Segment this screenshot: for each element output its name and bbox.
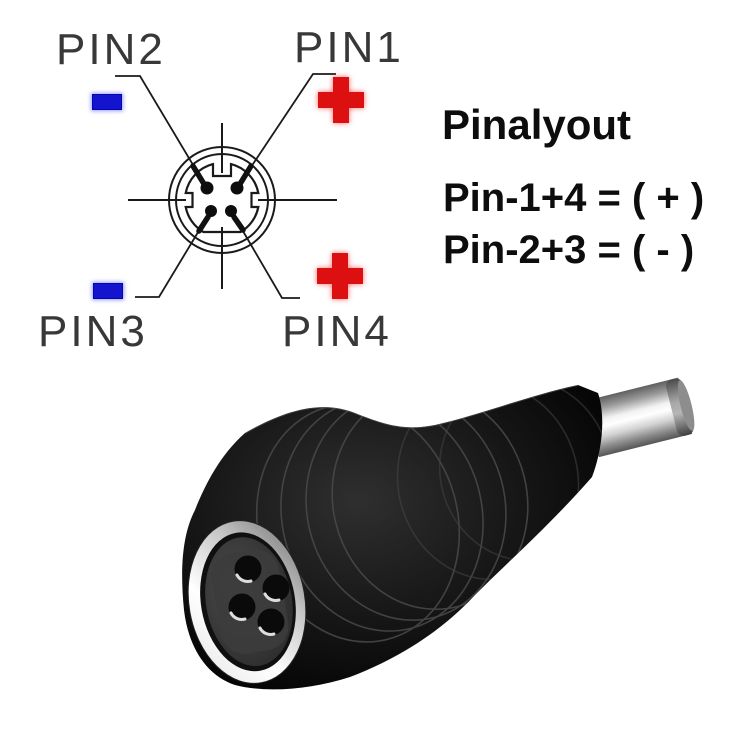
pin2-leader xyxy=(115,75,206,186)
minus-icon-pin3 xyxy=(93,283,123,299)
pin2-label: PIN2 xyxy=(56,25,166,74)
socket-pin-holes xyxy=(228,555,290,636)
minus-icon-pin2 xyxy=(92,94,122,110)
pin1-contact xyxy=(230,181,244,195)
legend-title: Pinalyout xyxy=(442,101,632,148)
pin3-contact xyxy=(205,205,217,217)
pin4-leader xyxy=(232,213,300,299)
connector-pins xyxy=(200,181,244,217)
dc-barrel-plug xyxy=(584,377,695,458)
leader-lines xyxy=(115,73,336,299)
plus-icon-pin4 xyxy=(317,253,363,299)
pin4-label: PIN4 xyxy=(282,307,392,356)
pin2-contact xyxy=(200,181,214,195)
pin1-label: PIN1 xyxy=(294,23,404,72)
pin3-leader xyxy=(135,213,210,298)
pin1-leader xyxy=(238,73,336,186)
leader-wedges xyxy=(190,163,254,234)
legend-line-positive: Pin-1+4 = ( + ) xyxy=(443,176,705,220)
plus-icon-pin1 xyxy=(318,77,364,123)
crosshair-lines xyxy=(128,123,337,289)
pin4-contact xyxy=(225,205,237,217)
adapter-photo xyxy=(182,377,695,690)
legend-line-negative: Pin-2+3 = ( - ) xyxy=(443,228,695,272)
pin3-label: PIN3 xyxy=(38,307,148,356)
connector-drawing xyxy=(115,73,337,299)
